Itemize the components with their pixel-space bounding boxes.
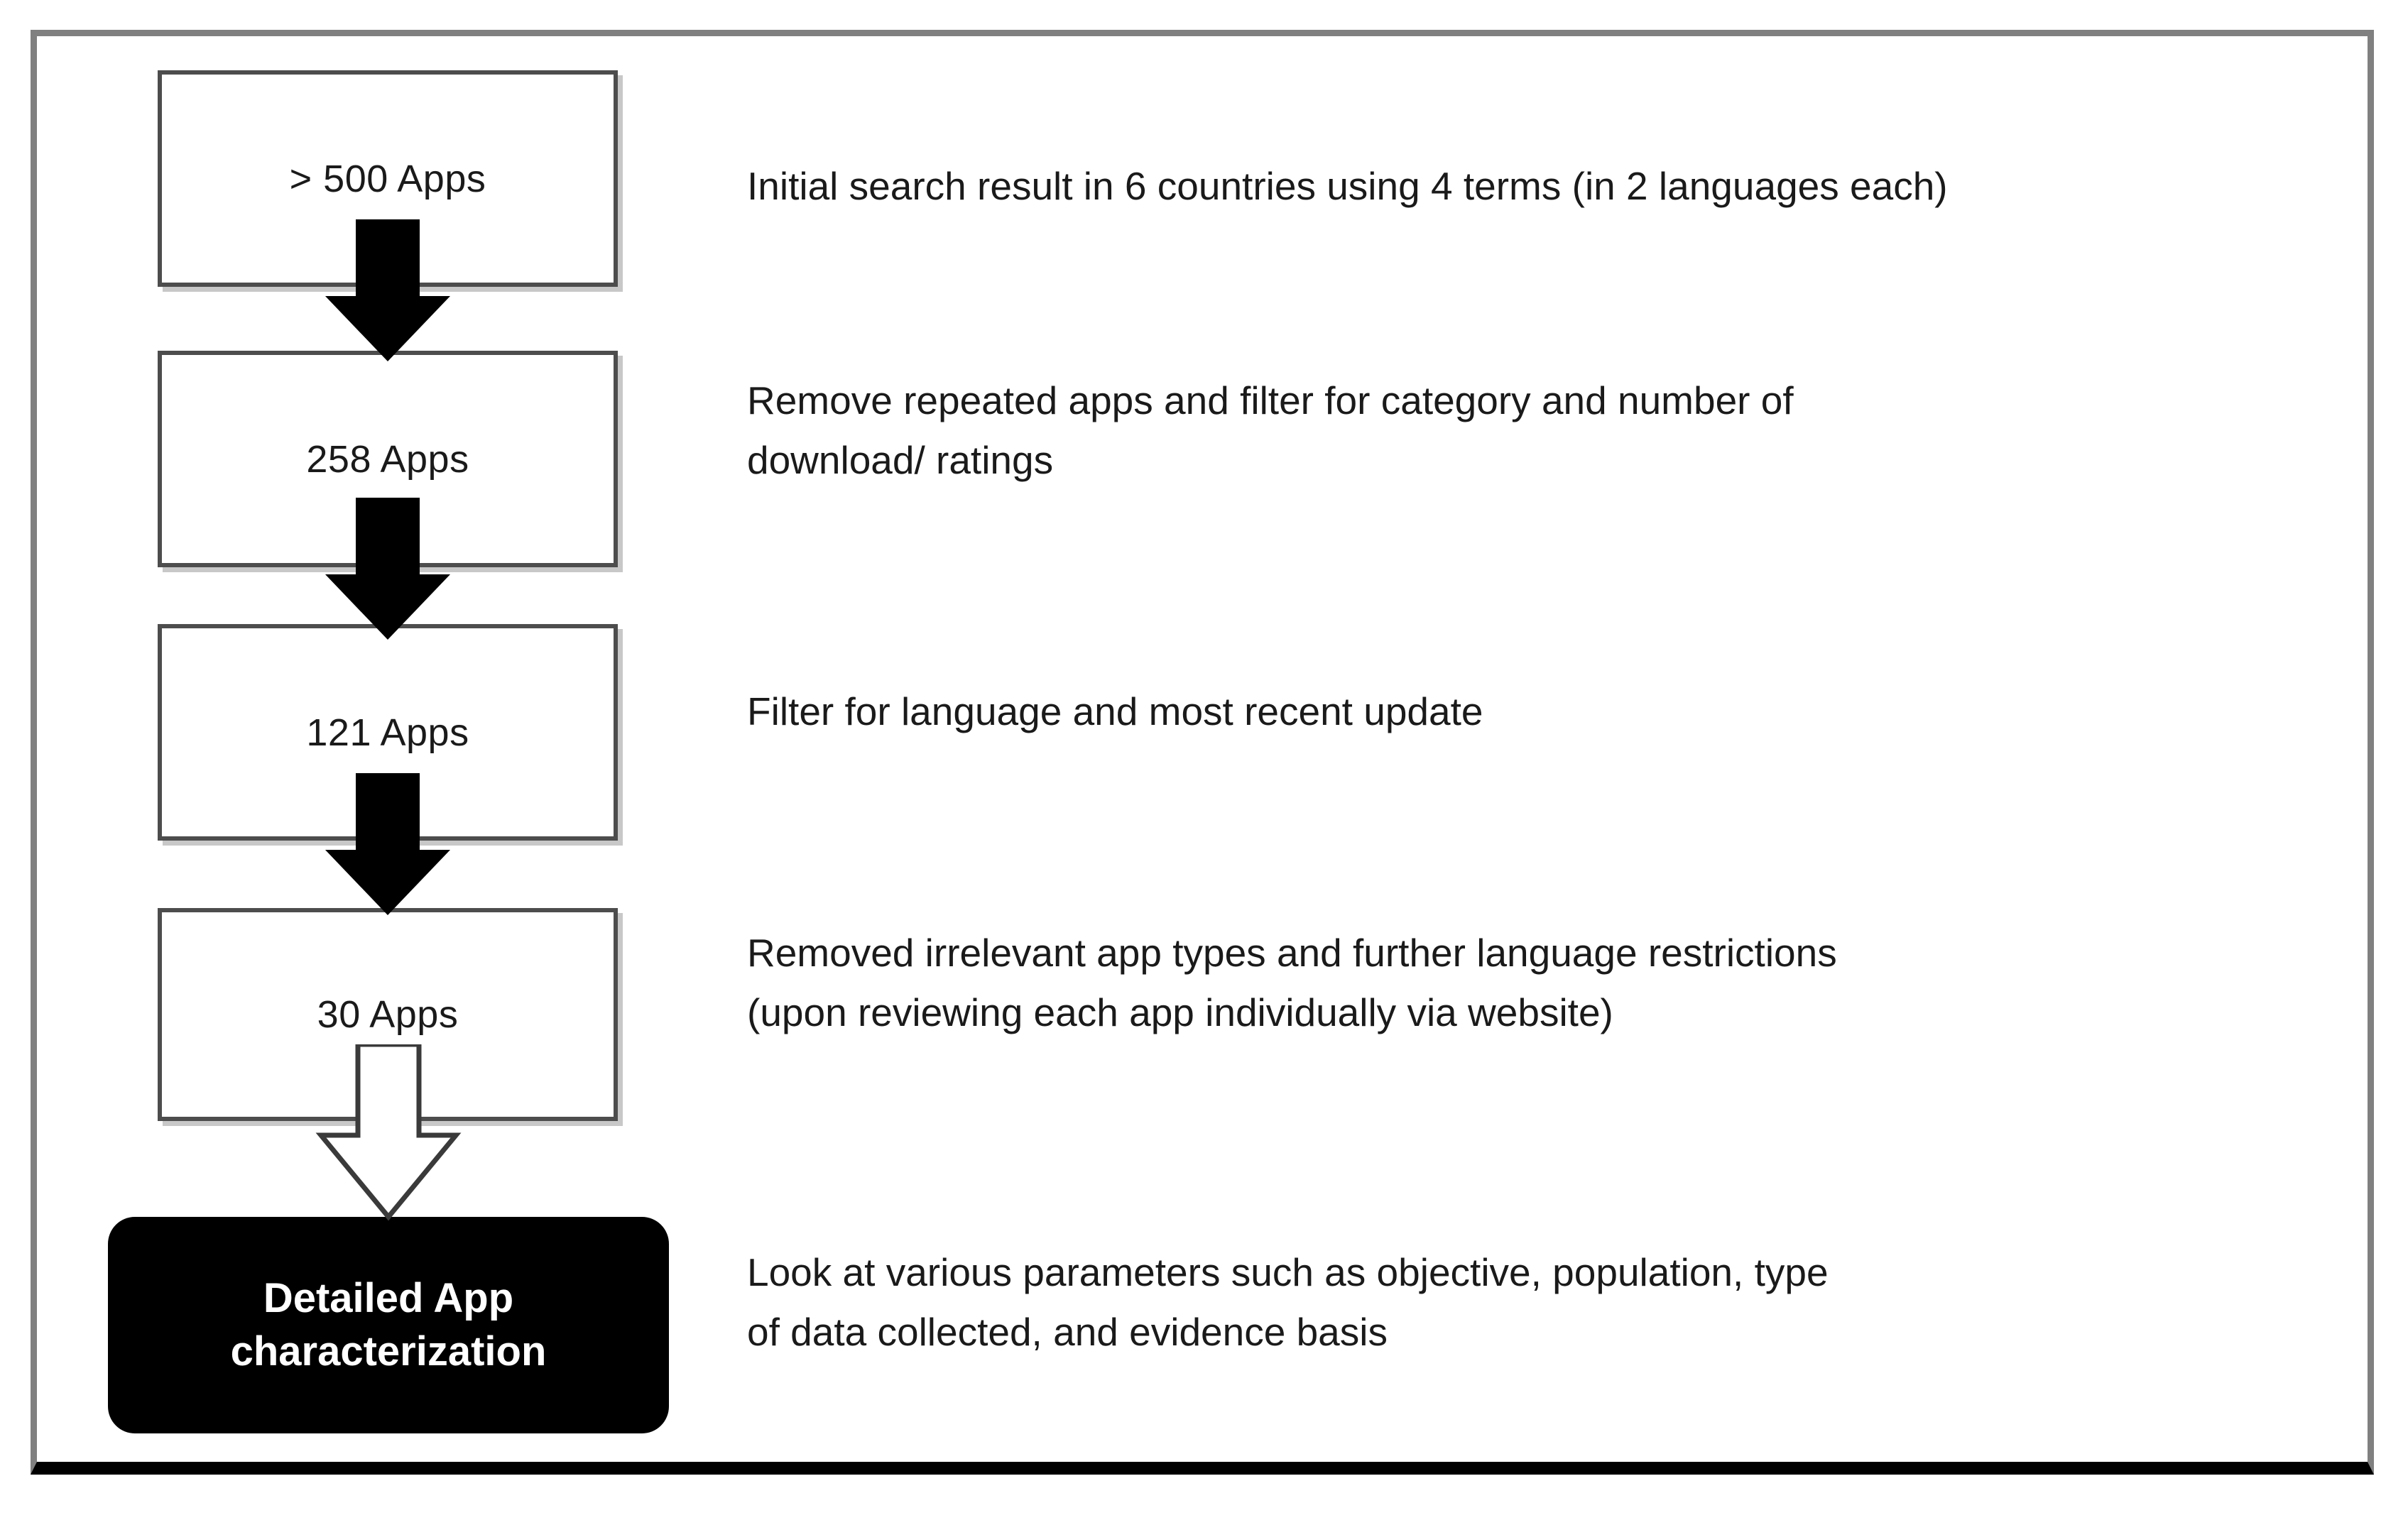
- stage-box-label: 258 Apps: [306, 437, 469, 481]
- figure-frame: > 500 Apps 258 Apps 121 Apps 30 Apps: [31, 30, 2374, 1475]
- description-line: download/ ratings: [747, 437, 1054, 482]
- final-outcome-box: Detailed App characterization: [108, 1217, 669, 1433]
- arrow-shaft: [356, 219, 420, 296]
- flow-arrow-1-icon: [325, 219, 450, 361]
- arrow-shaft: [356, 498, 420, 574]
- description-line: Filter for language and most recent upda…: [747, 689, 1483, 733]
- stage-description-5: Look at various parameters such as objec…: [747, 1243, 2331, 1362]
- stage-description-3: Filter for language and most recent upda…: [747, 682, 2331, 742]
- description-line: Look at various parameters such as objec…: [747, 1250, 1829, 1294]
- final-box-label-line1: Detailed App: [263, 1275, 514, 1322]
- arrow-head: [325, 574, 450, 640]
- description-line: Initial search result in 6 countries usi…: [747, 164, 1948, 208]
- flow-column: > 500 Apps 258 Apps 121 Apps 30 Apps: [37, 36, 719, 1462]
- arrow-head: [325, 850, 450, 915]
- stage-box-label: > 500 Apps: [289, 157, 486, 200]
- description-column: Initial search result in 6 countries usi…: [747, 36, 2331, 1462]
- description-line: Remove repeated apps and filter for cate…: [747, 378, 1794, 422]
- description-line: (upon reviewing each app individually vi…: [747, 990, 1613, 1034]
- final-box-label-line2: characterization: [230, 1328, 547, 1374]
- stage-box-label: 30 Apps: [317, 993, 459, 1036]
- flow-arrow-2-icon: [325, 498, 450, 640]
- arrow-shaft: [356, 773, 420, 850]
- flow-arrow-hollow-icon: [314, 1044, 463, 1222]
- stage-box-label: 121 Apps: [306, 711, 469, 754]
- flow-arrow-3-icon: [325, 773, 450, 915]
- hollow-arrow-shape: [315, 1044, 462, 1221]
- stage-description-1: Initial search result in 6 countries usi…: [747, 157, 2331, 217]
- stage-description-2: Remove repeated apps and filter for cate…: [747, 371, 2331, 490]
- description-line: Removed irrelevant app types and further…: [747, 931, 1837, 975]
- stage-description-4: Removed irrelevant app types and further…: [747, 924, 2331, 1042]
- arrow-head: [325, 296, 450, 361]
- description-line: of data collected, and evidence basis: [747, 1309, 1388, 1354]
